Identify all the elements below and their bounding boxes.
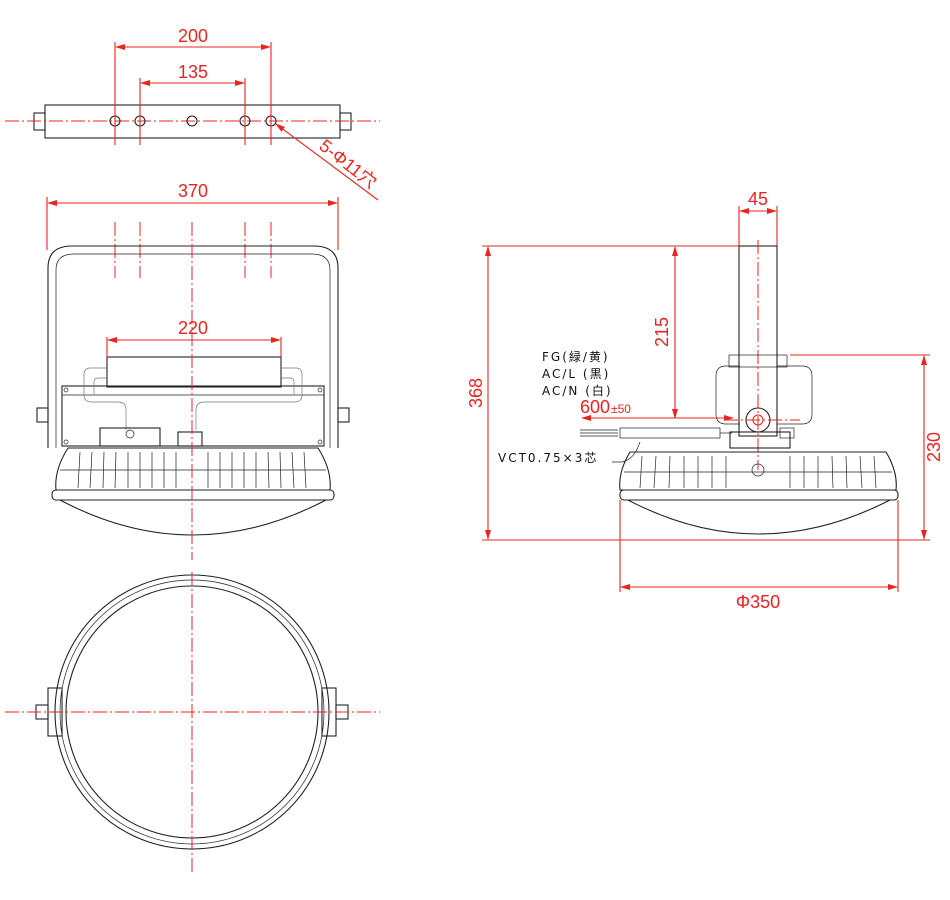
- wire-note-acl: AC/L (黒): [542, 367, 610, 381]
- cable-leader: [612, 441, 641, 463]
- cable-gland: [177, 431, 203, 447]
- side-handle-right: [777, 365, 813, 425]
- side-lens-ring: [619, 489, 899, 501]
- dimension-230-label: 230: [924, 432, 944, 462]
- hole-projection-lines: [114, 222, 272, 278]
- internal-cable-left: [83, 367, 127, 430]
- fin-lines: [60, 451, 326, 489]
- dimension-350-label: Φ350: [736, 592, 780, 612]
- dimension-220-label: 220: [178, 318, 208, 338]
- side-heatsink-fins: [619, 451, 897, 491]
- front-view: 370 220: [36, 181, 350, 560]
- side-view: 45: [466, 189, 944, 612]
- dimension-368-label: 368: [466, 378, 486, 408]
- bottom-view: [5, 572, 380, 872]
- dimension-45-label: 45: [748, 189, 768, 209]
- dimension-215-label: 215: [652, 317, 672, 347]
- internal-cable-right: [195, 367, 303, 430]
- power-cable: [619, 427, 721, 439]
- dimension-600-label: 600±50: [580, 397, 631, 417]
- hole-leader-line: [275, 123, 379, 201]
- knob-right: [337, 407, 350, 423]
- driver-box: [106, 356, 282, 388]
- dimension-370-label: 370: [178, 181, 208, 201]
- dimension-200-label: 200: [178, 26, 208, 46]
- side-handle-left: [715, 365, 740, 425]
- wire-note-fg: FG(緑/黄): [542, 349, 610, 364]
- u-bracket-inner: [55, 253, 331, 448]
- lens-ring: [51, 489, 335, 501]
- wire-note-acn: AC/N (白): [542, 383, 613, 398]
- top-view-bracket: 200 135 5-Φ11穴: [5, 26, 381, 201]
- terminal-box: [99, 427, 161, 447]
- u-bracket-outer: [47, 245, 339, 448]
- dimension-135-label: 135: [178, 62, 208, 82]
- hole-note-label: 5-Φ11穴: [316, 135, 381, 192]
- lens-dome: [59, 499, 327, 536]
- knob-left: [36, 407, 49, 423]
- cable-spec-note: VCT0.75×3芯: [498, 451, 598, 465]
- side-fin-lines: [624, 455, 892, 489]
- side-lens-dome: [627, 499, 891, 535]
- heatsink-fins: [55, 447, 331, 491]
